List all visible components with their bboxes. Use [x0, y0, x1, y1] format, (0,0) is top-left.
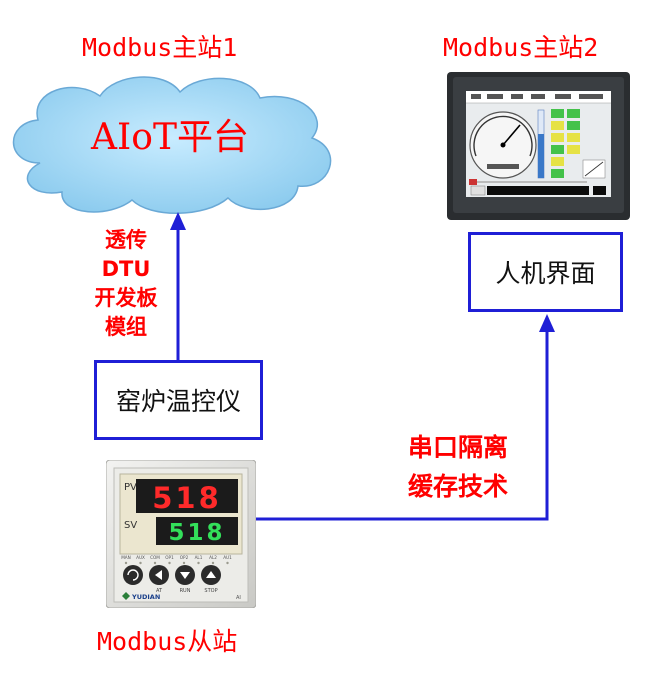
dtu-arrow-head [170, 212, 186, 230]
kiln-controller-box: 窑炉温控仪 [94, 360, 263, 440]
hmi-panel-image [447, 72, 630, 220]
indicator-led-op2 [182, 561, 186, 565]
pv-display: 518 [152, 481, 222, 515]
hmi-box: 人机界面 [468, 232, 623, 312]
indicator-led-au1 [226, 561, 229, 565]
cloud-title: AIoT平台 [91, 117, 249, 158]
indicator-label-au1: AU1 [223, 555, 232, 560]
indicator-led-com [153, 561, 157, 565]
key-label-run: RUN [180, 588, 191, 594]
yudian-logo: YUDIAN [122, 592, 160, 601]
serial-line-1: 串口隔离 [407, 433, 508, 462]
serial-arrow-head [539, 314, 555, 332]
dtu-line-1: 透传 [105, 228, 147, 252]
brand-label: YUDIAN [131, 593, 160, 601]
indicator-led-op1 [168, 561, 171, 565]
master1-label: Modbus主站1 [82, 33, 238, 62]
cloud-shape [12, 76, 332, 214]
indicator-label-al2: AL2 [209, 555, 217, 560]
model-label: AI [236, 595, 241, 601]
master2-label: Modbus主站2 [443, 33, 599, 62]
indicator-led-aux [139, 561, 142, 565]
indicator-label-aux: AUX [136, 555, 145, 560]
indicator-label-op1: OP1 [165, 555, 174, 560]
indicator-label-op2: OP2 [180, 555, 189, 560]
serial-line-2: 缓存技术 [407, 472, 508, 501]
dtu-line-4: 模组 [105, 315, 147, 339]
dtu-line-3: 开发板 [94, 286, 158, 310]
key-label-stop: STOP [204, 588, 217, 594]
temperature-controller-image: PV 518 SV 518 MAN AUX COM OP1 OP2 AL1 AL2 AU1 A… [106, 460, 256, 608]
sv-tag: SV [124, 520, 137, 531]
indicator-led-man [124, 561, 128, 565]
serial-link-line [256, 328, 549, 521]
cycle-key[interactable] [123, 565, 143, 585]
serial-technique-label: 串口隔离 缓存技术 [378, 428, 538, 506]
slave-label: Modbus从站 [97, 627, 238, 656]
indicator-led-al1 [197, 561, 200, 565]
indicator-label-com: COM [150, 555, 160, 560]
dtu-line-2: DTU [101, 257, 151, 281]
indicator-led-al2 [211, 561, 215, 565]
dtu-module-label: 透传 DTU 开发板 模组 [86, 226, 166, 342]
sv-display: 518 [168, 520, 225, 546]
pv-tag: PV [124, 482, 137, 493]
key-label-at: AT [156, 588, 163, 594]
indicator-label-man: MAN [121, 555, 131, 560]
indicator-label-al1: AL1 [195, 555, 203, 560]
